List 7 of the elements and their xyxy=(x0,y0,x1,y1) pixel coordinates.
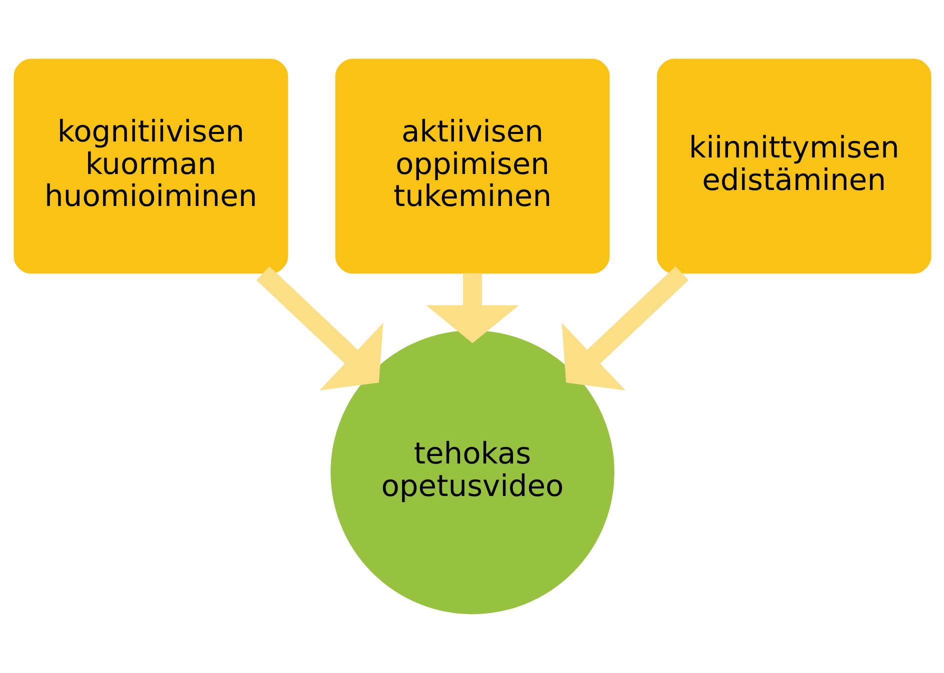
arrow xyxy=(561,266,688,390)
node-box: aktiivisen oppimisen tukeminen xyxy=(334,58,610,274)
arrow xyxy=(256,266,383,390)
node-box: kiinnittymisen edistäminen xyxy=(656,58,931,274)
node-circle: tehokas opetusvideo xyxy=(330,330,614,614)
node-box: kognitiivisen kuorman huomioiminen xyxy=(13,58,288,274)
arrow xyxy=(426,273,518,344)
